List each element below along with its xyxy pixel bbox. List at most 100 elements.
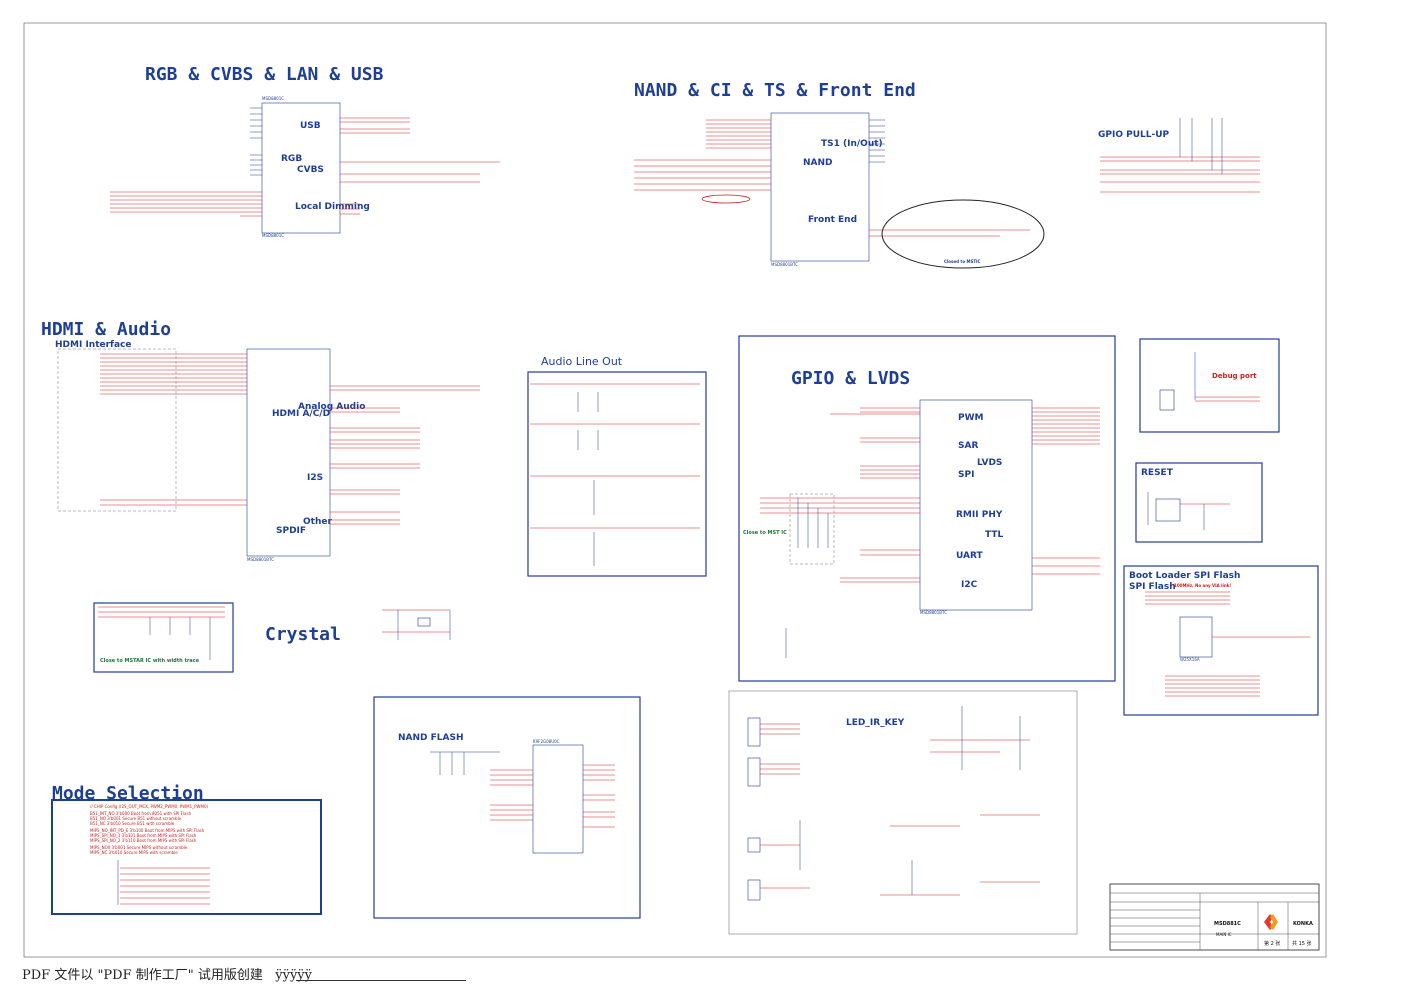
mode-line: MIPS_SPI_NO_1 3'b101 Boot from MIPS with…	[90, 833, 197, 838]
rmii-dashed-box	[789, 493, 835, 565]
audio-wires	[530, 383, 700, 566]
block-i2s: I2S	[307, 473, 323, 483]
section-title-nand: NAND & CI & TS & Front End	[634, 80, 916, 101]
mode-line: B51_NO 3'b001 Secure B51 without scrambl…	[90, 816, 182, 821]
block-cvbs: CVBS	[297, 165, 324, 175]
chip-label-nand: K9F2G08U0C	[533, 739, 560, 744]
block-sar: SAR	[958, 441, 978, 451]
mode-line: MIPS_SPI_NO_2 3'b110 Boot from MIPS with…	[90, 838, 197, 843]
block-ttl: TTL	[985, 530, 1003, 540]
chip-nand-frontend	[770, 112, 870, 262]
block-usb: USB	[300, 121, 321, 131]
gpio-wires	[760, 407, 1100, 658]
chip-label-u1-top: MSD8801C	[262, 96, 284, 101]
chip-rgb-usb	[261, 102, 341, 234]
chip-gpio-lvds	[919, 399, 1033, 611]
nand-flash-wires	[430, 751, 615, 828]
reset-box	[1135, 462, 1263, 543]
block-pwm: PWM	[958, 413, 984, 423]
section-title-gpio-pullup: GPIO PULL-UP	[1098, 130, 1170, 140]
sheet-frame	[23, 22, 1327, 958]
section-title-hdmi: HDMI & Audio	[41, 319, 171, 340]
reset-title: RESET	[1141, 468, 1174, 478]
mode-line: // CHIP Config (I2S_OUT_MCK, PWM2_PWM0, …	[90, 804, 208, 809]
chip-nand-flash	[532, 744, 584, 854]
section-title-rgb: RGB & CVBS & LAN & USB	[145, 64, 384, 85]
debug-wires	[1159, 352, 1260, 411]
chip-label-u1: MSD8801C	[262, 233, 284, 238]
mode-wires	[117, 860, 210, 905]
hdmi-wires	[100, 353, 480, 525]
led-ir-key-box	[728, 690, 1078, 935]
mode-lines: // CHIP Config (I2S_OUT_MCK, PWM2_PWM0, …	[90, 804, 208, 855]
note-closed-to-mstic: Closed to MSTIC	[944, 259, 981, 264]
mode-line: MIPS_NC 3'b010 Secure MIPS with scramble	[90, 850, 178, 855]
rgb-wires	[110, 107, 500, 217]
mode-line: B51_NC 3'b010 Secure B51 with scramble	[90, 821, 175, 826]
block-rgb: RGB	[281, 154, 302, 164]
pullup-wires	[1100, 118, 1260, 193]
block-ts1: TS1 (In/Out)	[821, 139, 883, 149]
nand-flash-title: NAND FLASH	[398, 733, 464, 743]
led-ir-key-title: LED_IR_KEY	[846, 718, 905, 728]
block-spdif: SPDIF	[276, 526, 306, 536]
debug-port-box	[1139, 338, 1280, 433]
mode-selection-box	[51, 799, 322, 915]
spi-flash-box	[1123, 565, 1319, 716]
note-close-to-msta: Close to MSTAR IC with width trace	[100, 658, 200, 664]
title-model: MSD881C	[1214, 921, 1241, 927]
mode-line: MIPS_NO_INT_PD_E 3'b100 Boot from MIPS w…	[90, 828, 205, 833]
hdmi-interface-label: HDMI Interface	[55, 340, 131, 350]
block-analog-audio: Analog Audio	[298, 402, 365, 412]
block-lvds: LVDS	[977, 458, 1002, 468]
spi-flash-wires	[1145, 591, 1310, 697]
nand-flash-box	[373, 696, 641, 919]
filter-cap-box	[93, 602, 234, 673]
section-title-gpio: GPIO & LVDS	[791, 368, 910, 389]
hdmi-interface-box	[57, 348, 177, 512]
pdf-footer: PDF 文件以 "PDF 制作工厂" 试用版创建 ÿÿÿÿÿ	[22, 968, 312, 983]
chip-spi-flash	[1179, 616, 1213, 658]
highlight-ellipse-mstic	[881, 199, 1045, 269]
filter-cap-wires	[98, 606, 225, 660]
spi-flash-note: *100MHz, No any VIA link!	[1172, 583, 1231, 588]
block-spi: SPI	[958, 470, 974, 480]
block-other: Other	[303, 517, 332, 527]
chip-hdmi-audio	[246, 348, 331, 557]
mode-line: MIPS_NO0 3'b001 Secure MIPS without scra…	[90, 845, 188, 850]
section-title-crystal: Crystal	[265, 624, 341, 645]
chip-label-u3: MSD8801BTC	[247, 557, 274, 562]
block-local-dimming: Local Dimming	[295, 202, 370, 212]
chip-label-flash: W25X16A	[1180, 657, 1200, 662]
spi-flash-subtitle: SPI Flash	[1129, 582, 1176, 592]
led-wires	[747, 706, 1040, 901]
nand-wires	[634, 119, 1030, 237]
gpio-lvds-box	[738, 335, 1116, 682]
title-company: KONKA	[1293, 921, 1313, 927]
block-i2c: I2C	[961, 580, 978, 590]
block-hdmi-acd: HDMI A/C/D	[272, 409, 330, 419]
crystal-wires	[382, 609, 451, 640]
section-title-audio: Audio Line Out	[541, 355, 623, 368]
mode-line: B51_INT_NO 3'b000 Boot from 8051 with SP…	[90, 811, 192, 816]
note-close-to-mst: Close to MST IC	[743, 530, 787, 536]
block-uart: UART	[956, 551, 984, 561]
footer-underline	[296, 980, 466, 981]
title-sheet-name: MAIN IC	[1216, 932, 1232, 937]
spi-flash-title: Boot Loader SPI Flash	[1129, 571, 1240, 581]
title-total: 共 15 张	[1292, 940, 1312, 947]
audio-line-out-box	[527, 371, 707, 577]
highlight-ellipse-small	[701, 194, 751, 204]
chip-label-u4: MSD8801BTC	[920, 610, 947, 615]
block-front-end: Front End	[808, 215, 857, 225]
block-nand: NAND	[803, 158, 833, 168]
chip-label-u2: MSD8801BTC	[771, 262, 798, 267]
title-page: 第 2 张	[1264, 940, 1280, 947]
debug-port-title: Debug port	[1212, 372, 1257, 380]
title-block	[1109, 883, 1320, 951]
reset-wires	[1147, 492, 1230, 530]
section-title-mode: Mode Selection	[52, 783, 204, 804]
block-rmii: RMII PHY	[956, 510, 1003, 520]
